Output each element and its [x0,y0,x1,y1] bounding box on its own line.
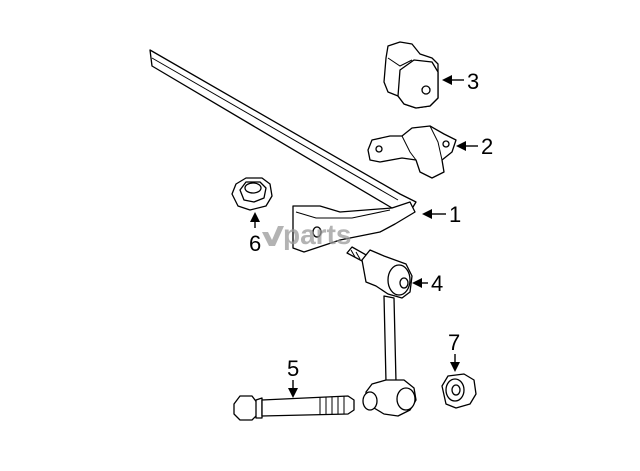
callout-6: 6 [249,231,261,256]
callout-1: 1 [449,202,461,227]
callout-4: 4 [431,271,443,296]
stabilizer-bushing-part [383,41,439,109]
nut-part-7 [441,373,477,409]
bolt-part-5 [233,395,355,421]
flange-nut-part-6 [231,177,273,211]
bushing-bracket-part [367,125,457,179]
callout-3: 3 [467,69,479,94]
stabilizer-link-part [346,246,417,417]
callout-5: 5 [287,356,299,381]
watermark: parts [262,219,351,250]
watermark-text: parts [283,219,351,250]
stabilizer-bar-part [149,49,417,253]
watermark-logo-mark [262,226,284,246]
callout-leaders [250,75,478,398]
callout-7: 7 [448,330,460,355]
callout-2: 2 [481,134,493,159]
